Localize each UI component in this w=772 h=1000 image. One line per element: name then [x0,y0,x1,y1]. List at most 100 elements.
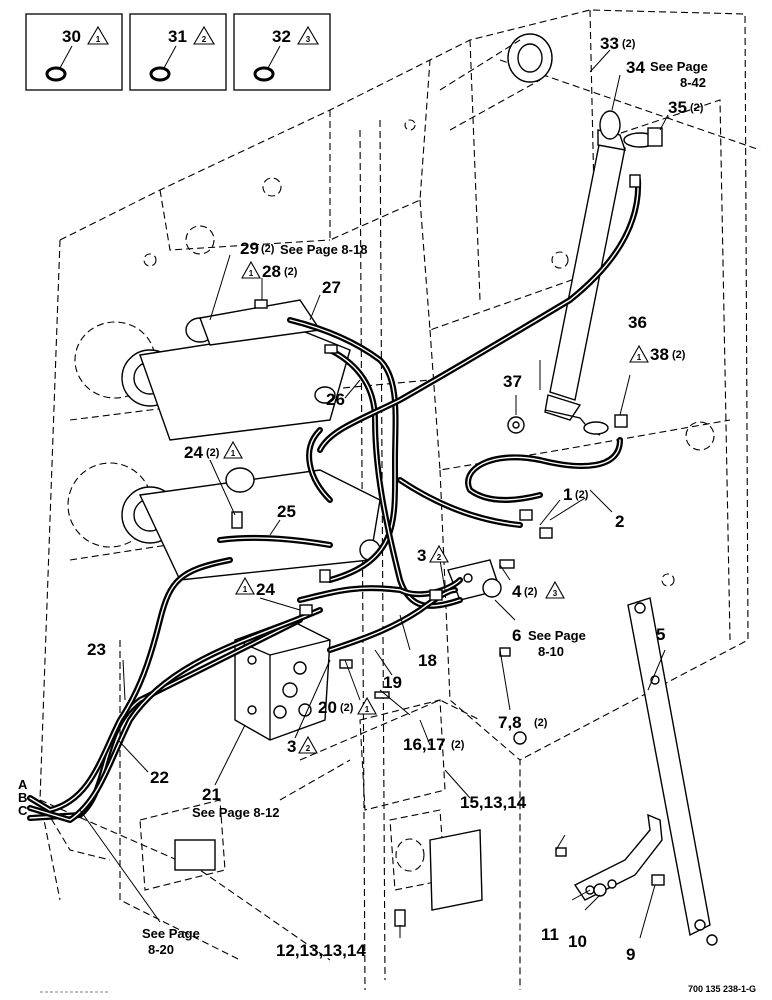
svg-text:24: 24 [184,443,203,462]
svg-text:31: 31 [168,27,187,46]
callout-22: 22 [150,768,169,787]
svg-text:(2): (2) [261,243,275,255]
svg-text:1: 1 [249,269,254,278]
svg-text:2: 2 [437,553,442,562]
svg-text:38: 38 [650,345,669,364]
svg-text:1: 1 [637,353,642,362]
svg-text:(2): (2) [284,266,298,278]
lift-cylinder-upper [74,299,351,441]
callout-1: 1 (2) [563,485,589,504]
kit-box-32: 32 3 [233,13,331,91]
lower-bracket [39,699,483,911]
svg-text:35: 35 [668,98,687,117]
callout-27: 27 [322,278,341,297]
callout-21: 21 See Page 8-12 [192,785,279,820]
callout-37: 37 [503,372,522,391]
svg-text:30: 30 [62,27,81,46]
svg-text:3: 3 [306,35,311,44]
svg-text:21: 21 [202,785,221,804]
svg-text:4: 4 [512,582,522,601]
callout-36: 36 [628,313,647,332]
callout-26: 26 [326,390,345,409]
svg-text:See Page 8-18: See Page 8-18 [280,242,367,257]
callout-18: 18 [418,651,437,670]
callout-33: 33 (2) [600,34,636,53]
arm-5 [627,597,711,937]
callout-35: 35 (2) [668,98,704,117]
svg-text:(2): (2) [622,38,636,50]
callout-34: 34 See Page 8-42 [626,58,708,90]
svg-text:(2): (2) [206,447,220,459]
svg-text:1: 1 [563,485,572,504]
callout-25: 25 [277,502,296,521]
callout-24-lower: 1 24 [235,576,275,599]
svg-text:9: 9 [626,945,635,964]
callout-23: 23 [87,640,106,659]
callout-1617: 16,17 (2) [403,735,465,754]
kit-box-30: 30 1 [25,13,123,91]
svg-text:1: 1 [231,449,236,458]
svg-text:8-42: 8-42 [680,75,706,90]
svg-text:34: 34 [626,58,645,77]
callout-28: 1 28 (2) [241,260,298,281]
svg-text:(2): (2) [575,489,589,501]
callout-20: 20 (2) 1 [318,696,377,717]
svg-text:700 135 238-1-G: 700 135 238-1-G [688,984,756,994]
callout-15: 15,13,14 [460,793,527,812]
callout-3-upper: 3 2 [417,544,449,565]
callout-29: 29 (2) See Page 8-18 [240,239,367,258]
leader-lines [79,49,669,939]
svg-text:15,13,14: 15,13,14 [460,793,527,812]
kit-box-31: 31 2 [129,13,227,91]
svg-text:18: 18 [418,651,437,670]
svg-text:A: A [18,777,28,792]
callout-6: 6 See Page 8-10 [512,626,586,659]
hydraulic-hoses [27,177,642,823]
svg-text:(2): (2) [451,739,465,751]
svg-text:3: 3 [417,546,426,565]
svg-text:See Page: See Page [650,59,708,74]
svg-text:23: 23 [87,640,106,659]
svg-text:(2): (2) [340,702,354,714]
svg-text:1: 1 [96,35,101,44]
svg-text:8-10: 8-10 [538,644,564,659]
callout-19: 19 [383,673,402,692]
svg-text:B: B [18,790,27,805]
svg-text:7,8: 7,8 [498,713,522,732]
svg-text:See Page: See Page [528,628,586,643]
svg-text:2: 2 [202,35,207,44]
lift-cylinder-lower [67,462,381,581]
svg-text:5: 5 [656,625,665,644]
svg-text:(2): (2) [672,349,686,361]
svg-text:26: 26 [326,390,345,409]
svg-text:22: 22 [150,768,169,787]
callout-12: 12,13,13,14 [276,941,366,960]
callout-9: 9 [626,945,635,964]
callout-78: 7,8 (2) [498,713,548,732]
svg-text:(2): (2) [534,717,548,729]
svg-text:29: 29 [240,239,259,258]
svg-text:3: 3 [287,737,296,756]
callout-ref-left: See Page 8-20 [142,926,200,957]
callout-2: 2 [615,512,624,531]
callout-10: 10 [568,932,587,951]
svg-text:25: 25 [277,502,296,521]
svg-text:27: 27 [322,278,341,297]
svg-text:36: 36 [628,313,647,332]
svg-text:24: 24 [256,580,275,599]
svg-text:10: 10 [568,932,587,951]
svg-text:16,17: 16,17 [403,735,446,754]
drawing-number: 700 135 238-1-G [40,984,756,994]
svg-text:6: 6 [512,626,521,645]
callout-5: 5 [656,625,665,644]
svg-text:1: 1 [243,585,248,594]
callout-24-upper: 24 (2) 1 [184,440,243,462]
svg-text:2: 2 [306,744,311,753]
svg-text:See Page 8-12: See Page 8-12 [192,805,279,820]
svg-text:19: 19 [383,673,402,692]
callout-38: 1 38 (2) [629,344,686,364]
lever-11 [573,813,663,901]
svg-text:32: 32 [272,27,291,46]
svg-text:C: C [18,803,28,818]
